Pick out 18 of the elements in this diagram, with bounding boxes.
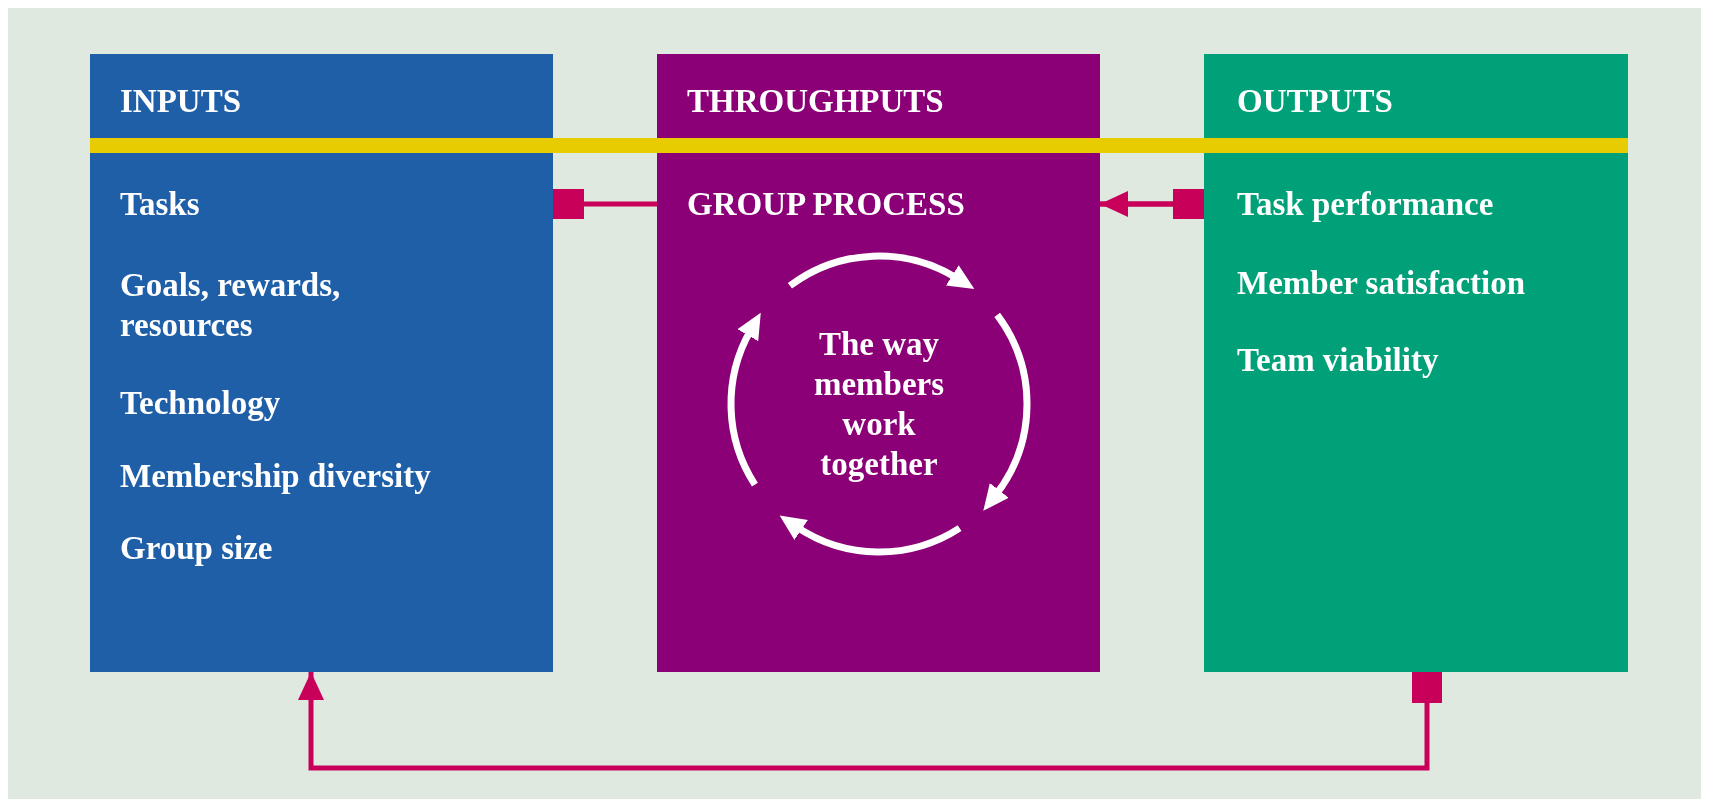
- column-heading: OUTPUTS: [1237, 82, 1394, 121]
- category-panel: [1204, 54, 1628, 672]
- arrow: [298, 672, 1442, 771]
- list-item: Team viability: [1237, 341, 1440, 380]
- cycle-caption: The way members work together: [812, 325, 946, 484]
- category-panel: [90, 54, 553, 672]
- list-item: GROUP PROCESS: [687, 185, 966, 224]
- list-item: Technology: [120, 384, 282, 423]
- column-heading: THROUGHPUTS: [687, 82, 945, 121]
- list-item: Tasks: [120, 185, 201, 224]
- list-item: Member satisfaction: [1237, 264, 1527, 303]
- divider-bar: [90, 138, 1628, 153]
- list-item: Membership diversity: [120, 457, 432, 496]
- column-heading: INPUTS: [120, 82, 243, 121]
- list-item: Task performance: [1237, 185, 1495, 224]
- list-item: Goals, rewards, resources: [120, 266, 342, 345]
- list-item: Group size: [120, 529, 274, 568]
- category-panel: [657, 54, 1100, 672]
